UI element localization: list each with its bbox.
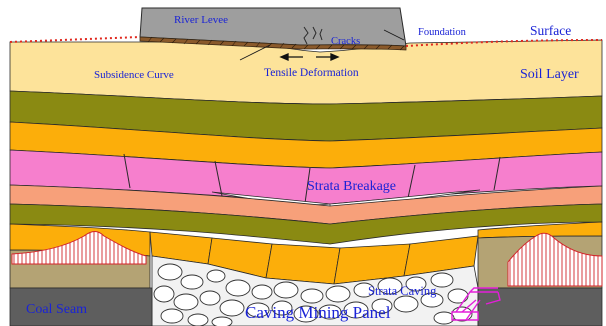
caving-mining-panel-label: Caving Mining Panel	[245, 303, 391, 322]
coal-seam-right	[478, 288, 602, 326]
foundation-label: Foundation	[418, 27, 467, 38]
soil-layer-label: Soil Layer	[520, 67, 579, 82]
tensile-deformation-label: Tensile Deformation	[264, 67, 359, 79]
river-levee-label: River Levee	[174, 14, 228, 26]
surface-subsidence-line	[10, 37, 140, 42]
surface-label: Surface	[530, 23, 571, 38]
strata-caving-label: Strata Caving	[368, 284, 437, 298]
cracks-label: Cracks	[331, 36, 360, 47]
subsidence-curve-label: Subsidence Curve	[94, 69, 174, 81]
coal-seam-label: Coal Seam	[26, 302, 87, 317]
strata-breakage-label: Strata Breakage	[307, 179, 396, 194]
